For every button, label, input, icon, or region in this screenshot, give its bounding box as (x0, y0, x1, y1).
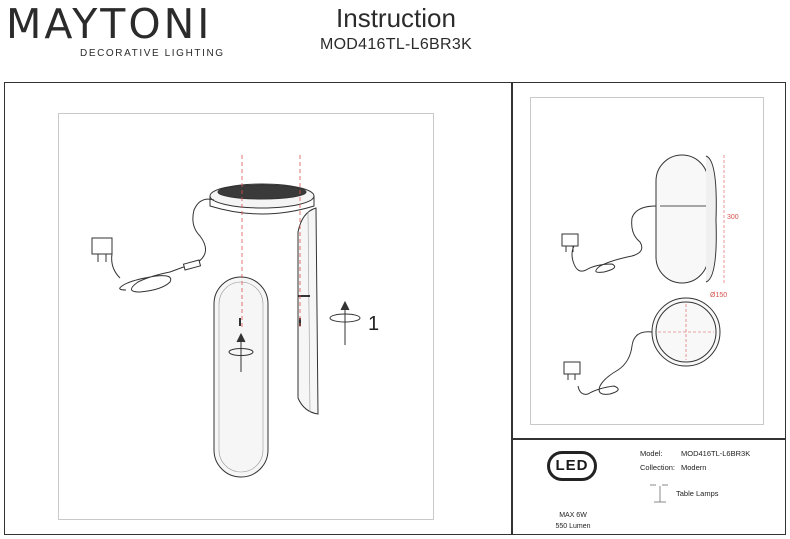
led-badge: LED (547, 451, 597, 481)
header: Instruction MOD416TL-L6BR3K (296, 4, 496, 54)
model-code: MOD416TL-L6BR3K (319, 36, 473, 53)
led-lumen: 550 Lumen (555, 523, 591, 530)
step-number: 1 (368, 313, 380, 335)
collection-value: Modern (681, 463, 707, 472)
height-dimension: 300 (727, 214, 739, 221)
lamp-back-shade (297, 207, 319, 415)
page-title: Instruction (336, 3, 456, 33)
outer-frame (4, 82, 786, 535)
dimensions-panel (530, 97, 764, 425)
divider-horizontal (511, 438, 786, 440)
led-info: LED MAX 6W 550 Lumen (515, 445, 631, 535)
spec-model: Model: MOD416TL-L6BR3K (640, 449, 750, 458)
type-label: Table Lamps (676, 489, 719, 498)
cable-switch (182, 259, 202, 271)
brand-name: MAYTONI (6, 0, 213, 48)
model-label: Model: (640, 449, 663, 458)
brand-logo: MAYTONI DECORATIVE LIGHTING (6, 2, 236, 59)
led-power: MAX 6W (559, 512, 587, 519)
brand-tagline: DECORATIVE LIGHTING (80, 48, 225, 59)
power-plug (91, 237, 113, 255)
model-value: MOD416TL-L6BR3K (681, 449, 751, 458)
assembly-panel (58, 113, 434, 520)
collection-label: Collection: (640, 463, 676, 472)
rotate-arrows (228, 300, 361, 372)
lamp-front-shade (213, 276, 269, 478)
divider-vertical (511, 82, 513, 535)
spec-collection: Collection: Modern (640, 463, 706, 472)
alignment-lines (241, 155, 301, 330)
diameter-dimension: Ø150 (710, 292, 728, 299)
